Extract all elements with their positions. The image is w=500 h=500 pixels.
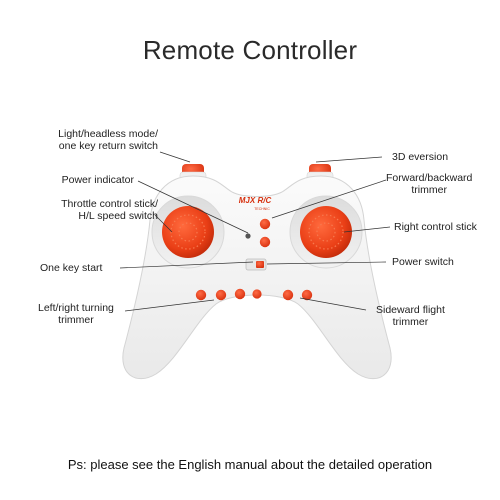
label-forward-backward: Forward/backward trimmer bbox=[386, 172, 472, 196]
label-sideward: Sideward flight trimmer bbox=[376, 304, 445, 328]
leader-power-switch bbox=[266, 261, 387, 265]
label-sideward-line2: trimmer bbox=[392, 316, 429, 328]
page-title: Remote Controller bbox=[142, 35, 358, 65]
label-sideward-line1: Sideward flight bbox=[376, 304, 445, 316]
label-light-headless-line1: Light/headless mode/ bbox=[58, 128, 158, 140]
label-one-key-start: One key start bbox=[40, 262, 103, 274]
label-light-headless: Light/headless mode/ one key return swit… bbox=[58, 128, 158, 152]
label-3d-eversion: 3D eversion bbox=[392, 151, 449, 163]
label-forward-backward-line2: trimmer bbox=[411, 184, 447, 196]
label-left-right-trim-line1: Left/right turning bbox=[38, 302, 114, 314]
label-left-right-trim: Left/right turning trimmer bbox=[38, 302, 114, 326]
leader-light-headless bbox=[159, 151, 191, 163]
footer-note: Ps: please see the English manual about … bbox=[67, 457, 433, 472]
left-control-stick bbox=[162, 206, 214, 258]
center-left-button bbox=[234, 288, 246, 300]
forward-backward-trimmer-down bbox=[259, 236, 271, 248]
brand-subtext: TECHNIC bbox=[254, 207, 270, 211]
label-throttle: Throttle control stick/ H/L speed switch bbox=[61, 198, 158, 222]
leader-left-right-trim bbox=[124, 299, 215, 312]
label-forward-backward-line1: Forward/backward bbox=[386, 172, 473, 184]
label-throttle-line1: Throttle control stick/ bbox=[61, 198, 158, 210]
leader-throttle bbox=[154, 214, 173, 233]
label-left-right-trim-line2: trimmer bbox=[58, 314, 94, 326]
label-power-switch: Power switch bbox=[392, 256, 454, 268]
leader-one-key-start bbox=[119, 261, 254, 269]
power-switch bbox=[245, 258, 267, 271]
sideward-trimmer-left bbox=[282, 289, 294, 301]
power-indicator-led bbox=[245, 233, 251, 239]
left-right-trimmer-right bbox=[215, 289, 227, 301]
leader-sideward bbox=[299, 297, 367, 311]
leader-right-stick bbox=[343, 226, 391, 233]
label-throttle-line2: H/L speed switch bbox=[78, 210, 158, 222]
leader-forward-backward bbox=[271, 179, 387, 219]
leader-3d-eversion bbox=[315, 156, 383, 163]
left-right-trimmer-left bbox=[195, 289, 207, 301]
leader-lines bbox=[119, 151, 391, 312]
label-power-indicator: Power indicator bbox=[61, 174, 134, 186]
brand-logo: MJX R/C bbox=[239, 196, 272, 205]
one-key-start-button bbox=[252, 289, 262, 299]
leader-power-indicator bbox=[137, 180, 249, 234]
right-control-stick bbox=[300, 206, 352, 258]
forward-backward-trimmer-up bbox=[259, 218, 271, 230]
sideward-trimmer-right bbox=[301, 289, 313, 301]
label-light-headless-line2: one key return switch bbox=[58, 140, 158, 152]
label-right-stick: Right control stick bbox=[394, 221, 477, 233]
